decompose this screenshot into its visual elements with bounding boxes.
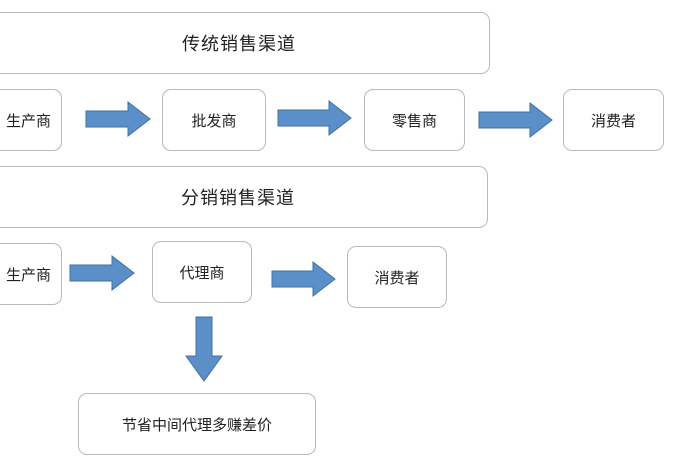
row1-producer-node: 生产商 bbox=[0, 89, 62, 151]
arrow-agent-to-consumer-icon bbox=[271, 260, 336, 298]
row1-consumer-node: 消费者 bbox=[563, 89, 664, 151]
row2-agent-node: 代理商 bbox=[152, 241, 252, 303]
row1-wholesaler-node: 批发商 bbox=[162, 89, 266, 151]
row2-agent-label: 代理商 bbox=[179, 263, 225, 282]
traditional-channel-title: 传统销售渠道 bbox=[0, 12, 490, 74]
row1-consumer-label: 消费者 bbox=[590, 111, 636, 130]
traditional-channel-title-text: 传统销售渠道 bbox=[182, 34, 296, 55]
arrow-producer-to-wholesaler-icon bbox=[85, 100, 151, 138]
row1-producer-label: 生产商 bbox=[5, 111, 51, 130]
distribution-channel-title: 分销销售渠道 bbox=[0, 166, 488, 228]
row2-consumer-label: 消费者 bbox=[374, 268, 420, 287]
arrow-producer-to-agent-icon bbox=[69, 254, 135, 292]
savings-note-label: 节省中间代理多赚差价 bbox=[121, 415, 272, 434]
row2-consumer-node: 消费者 bbox=[347, 246, 447, 308]
distribution-channel-title-text: 分销销售渠道 bbox=[181, 188, 295, 209]
arrow-retailer-to-consumer-icon bbox=[478, 101, 553, 139]
savings-note-box: 节省中间代理多赚差价 bbox=[78, 393, 316, 455]
row1-retailer-label: 零售商 bbox=[391, 111, 437, 130]
row2-producer-label: 生产商 bbox=[5, 265, 51, 284]
arrow-wholesaler-to-retailer-icon bbox=[277, 99, 352, 137]
row1-wholesaler-label: 批发商 bbox=[191, 111, 237, 130]
arrow-agent-to-note-icon bbox=[185, 316, 223, 382]
row2-producer-node: 生产商 bbox=[0, 243, 62, 305]
row1-retailer-node: 零售商 bbox=[364, 89, 465, 151]
